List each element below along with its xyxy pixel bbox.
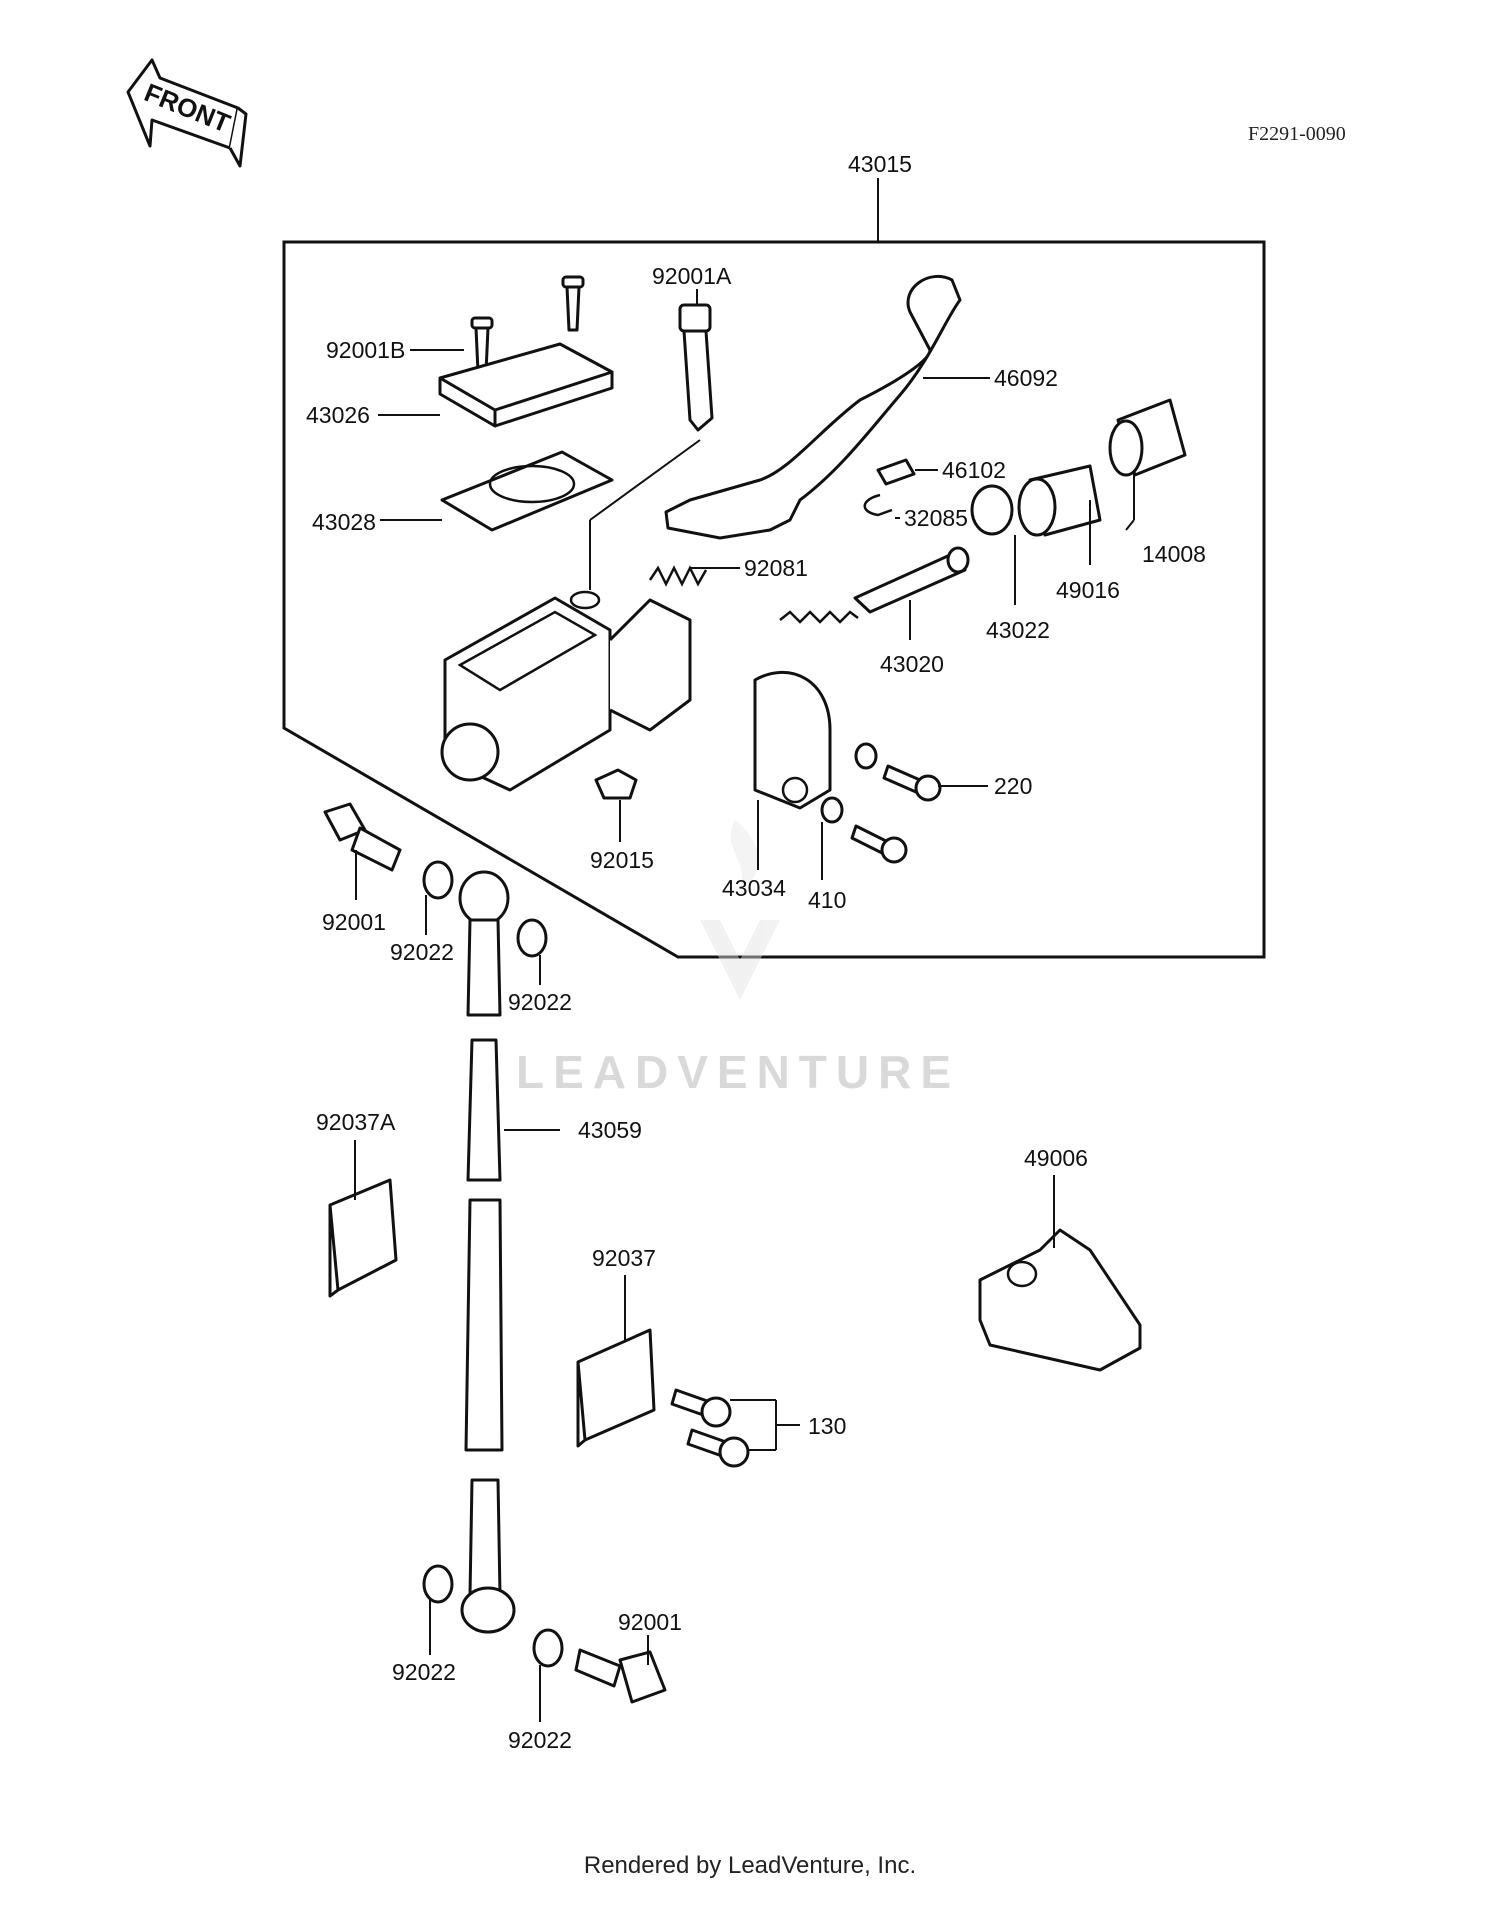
label-43026: 43026 bbox=[306, 402, 370, 428]
label-49016: 49016 bbox=[1056, 577, 1120, 603]
label-410: 410 bbox=[808, 887, 846, 913]
pivot-bolt-92001a-icon bbox=[678, 303, 714, 432]
label-46092: 46092 bbox=[994, 365, 1058, 391]
brake-hose-43059-icon bbox=[458, 870, 516, 1634]
washer-92022-b-icon bbox=[516, 918, 548, 958]
bracket-92037-icon bbox=[576, 1328, 656, 1448]
watermark-logo-icon bbox=[700, 820, 780, 1000]
footer-credit: Rendered by LeadVenture, Inc. bbox=[583, 1852, 917, 1879]
washer-92022-a-icon bbox=[422, 860, 454, 900]
label-43022: 43022 bbox=[986, 617, 1050, 643]
washer-92022-d-icon bbox=[532, 1628, 564, 1668]
label-92037: 92037 bbox=[592, 1245, 656, 1271]
label-43020: 43020 bbox=[880, 651, 944, 677]
label-92081: 92081 bbox=[744, 555, 808, 581]
label-92022-a: 92022 bbox=[390, 939, 454, 965]
washer-92022-c-icon bbox=[422, 1564, 454, 1604]
dust-boot-49016-icon bbox=[1017, 464, 1102, 537]
clip-32085-icon bbox=[863, 493, 893, 517]
banjo-bolt-bottom-icon bbox=[574, 1648, 667, 1704]
label-14008: 14008 bbox=[1142, 541, 1206, 567]
label-92001-bottom: 92001 bbox=[618, 1609, 682, 1635]
brake-lever-46092-icon bbox=[664, 274, 962, 540]
reservoir-cap-43026-icon bbox=[438, 342, 614, 428]
spring-92081-icon bbox=[648, 565, 708, 587]
cover-14008-icon bbox=[1108, 398, 1187, 477]
bracket-92037a-icon bbox=[328, 1178, 398, 1298]
label-32085: 32085 bbox=[904, 505, 968, 531]
piston-assembly-43020-icon bbox=[779, 546, 970, 624]
label-92022-b: 92022 bbox=[508, 989, 572, 1015]
part-labels: 43015 92001A 92001B 46092 43026 46102 43… bbox=[306, 151, 1206, 1753]
label-92037a: 92037A bbox=[316, 1109, 396, 1135]
diaphragm-43028-icon bbox=[440, 450, 614, 532]
label-220: 220 bbox=[994, 773, 1032, 799]
screw-92001b-icon bbox=[470, 275, 585, 374]
label-43059: 43059 bbox=[578, 1117, 642, 1143]
clamp-43034-icon bbox=[753, 670, 832, 810]
washer-43022-icon bbox=[970, 484, 1014, 536]
master-cylinder-body-icon bbox=[440, 590, 692, 792]
banjo-bolt-top-icon bbox=[323, 802, 402, 872]
label-130: 130 bbox=[808, 1413, 846, 1439]
cover-49006-icon bbox=[978, 1228, 1142, 1372]
label-92022-d: 92022 bbox=[508, 1727, 572, 1753]
label-49006: 49006 bbox=[1024, 1145, 1088, 1171]
cap-92015-icon bbox=[594, 768, 638, 800]
clamp-bolt-220-icon bbox=[820, 742, 942, 864]
adjuster-screw-46102-icon bbox=[876, 458, 916, 486]
label-92001-top: 92001 bbox=[322, 909, 386, 935]
label-43015: 43015 bbox=[848, 151, 912, 177]
figure-code: F2291-0090 bbox=[1248, 123, 1346, 145]
label-92022-c: 92022 bbox=[392, 1659, 456, 1685]
leader-lines bbox=[354, 289, 1135, 1722]
bolts-130-icon bbox=[670, 1388, 750, 1468]
label-92001a: 92001A bbox=[652, 263, 732, 289]
label-92001b: 92001B bbox=[326, 337, 405, 363]
front-arrow-icon: FRONT bbox=[126, 58, 248, 168]
assembly-box bbox=[282, 240, 1266, 959]
watermark-text: LEADVENTURE bbox=[516, 1046, 960, 1098]
label-92015: 92015 bbox=[590, 847, 654, 873]
label-46102: 46102 bbox=[942, 457, 1006, 483]
label-43034: 43034 bbox=[722, 875, 786, 901]
label-43028: 43028 bbox=[312, 509, 376, 535]
